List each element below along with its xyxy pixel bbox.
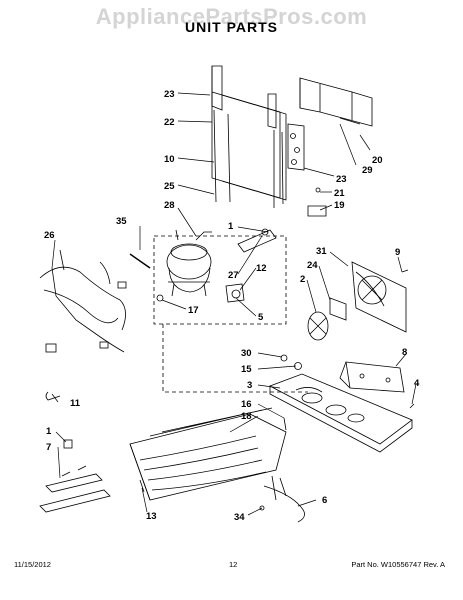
- callout-25: 25: [164, 181, 175, 192]
- callout-7: 7: [46, 442, 51, 453]
- callout-12: 12: [256, 263, 267, 274]
- wire-harness-part: [39, 249, 127, 353]
- callout-21: 21: [334, 188, 345, 199]
- callout-5: 5: [258, 312, 264, 323]
- callout-35: 35: [116, 216, 127, 227]
- callout-8: 8: [402, 347, 407, 358]
- callout-26: 26: [44, 230, 55, 241]
- callout-23-right: 23: [336, 174, 347, 185]
- callout-4: 4: [414, 378, 420, 389]
- base-plate-part: [269, 373, 413, 453]
- callout-1-bottom: 1: [46, 426, 52, 437]
- callout-27: 27: [228, 270, 239, 281]
- mounting-bracket-part: [339, 361, 405, 393]
- page-title: UNIT PARTS: [185, 19, 278, 35]
- stabilizer-part: [39, 439, 111, 513]
- footer-part-number: Part No. W10556747 Rev. A: [351, 560, 445, 569]
- watermark: AppliancePartsPros.com: [95, 4, 368, 29]
- compressor-part: [166, 229, 212, 297]
- callout-10: 10: [164, 154, 175, 165]
- callout-22: 22: [164, 117, 175, 128]
- callout-34: 34: [234, 512, 245, 523]
- drain-pan-part: [129, 407, 287, 501]
- callout-18: 18: [241, 411, 252, 422]
- fan-motor-part: [307, 261, 407, 341]
- callout-9: 9: [395, 247, 400, 258]
- callout-3: 3: [247, 380, 252, 391]
- callout-20: 20: [372, 155, 383, 166]
- callout-11: 11: [70, 398, 81, 409]
- callout-6: 6: [322, 495, 327, 506]
- callout-29: 29: [362, 165, 373, 176]
- callout-28: 28: [164, 200, 175, 211]
- callout-15: 15: [241, 364, 252, 375]
- callout-23-top: 23: [164, 89, 175, 100]
- callout-2: 2: [300, 274, 305, 285]
- condenser-bracket-part: [299, 77, 373, 127]
- condenser-coil-part: [211, 65, 305, 208]
- callout-13: 13: [146, 511, 157, 522]
- callout-1-top: 1: [228, 221, 234, 232]
- callout-31: 31: [316, 246, 327, 257]
- footer-date: 11/15/2012: [14, 560, 51, 569]
- leader-lines: [51, 92, 417, 516]
- callout-16: 16: [241, 399, 252, 410]
- callout-30: 30: [241, 348, 252, 359]
- callout-24: 24: [307, 260, 318, 271]
- callout-17: 17: [188, 305, 199, 316]
- footer-page-number: 12: [229, 560, 238, 569]
- callout-19: 19: [334, 200, 345, 211]
